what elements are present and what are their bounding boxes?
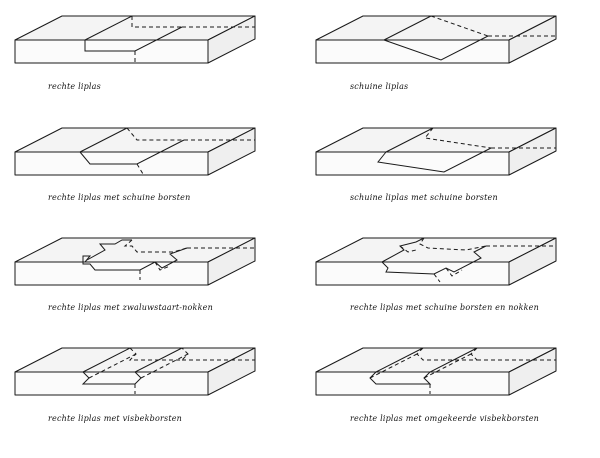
caption-rechte-liplas-schuine-borsten-nokken: rechte liplas met schuine borsten en nok… (350, 303, 539, 312)
caption-rechte-liplas-visbekborsten: rechte liplas met visbekborsten (48, 414, 183, 423)
diagram-rechte-liplas (14, 15, 256, 64)
caption-rechte-liplas-omgekeerde-visbekborsten: rechte liplas met omgekeerde visbekborst… (350, 414, 540, 423)
caption-rechte-liplas-schuine-borsten: rechte liplas met schuine borsten (48, 193, 191, 202)
caption-rechte-liplas-zwaluwstaart-nokken: rechte liplas met zwaluwstaart-nokken (48, 303, 213, 312)
diagram-rechte-liplas-schuine-borsten (14, 127, 256, 176)
diagram-rechte-liplas-schuine-borsten-nokken (315, 237, 557, 286)
diagram-rechte-liplas-zwaluwstaart-nokken (14, 237, 256, 286)
diagram-schuine-liplas-schuine-borsten (315, 127, 557, 176)
diagram-schuine-liplas (315, 15, 557, 64)
caption-schuine-liplas-schuine-borsten: schuine liplas met schuine borsten (350, 193, 498, 202)
caption-rechte-liplas: rechte liplas (48, 82, 101, 91)
diagram-rechte-liplas-omgekeerde-visbekborsten (315, 347, 557, 396)
caption-schuine-liplas: schuine liplas (350, 82, 409, 91)
diagram-rechte-liplas-visbekborsten (14, 347, 256, 396)
